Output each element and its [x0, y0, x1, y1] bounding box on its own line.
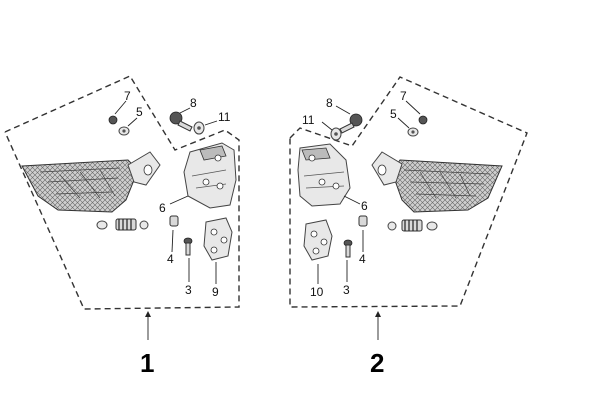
assembly-2-callout-7: 7: [400, 89, 407, 103]
assembly-2-callout-5: 5: [390, 107, 397, 121]
assembly-1-callout-4: 4: [167, 252, 174, 266]
assembly-1-spring: [96, 218, 149, 231]
assembly-2-callout-8: 8: [326, 96, 333, 110]
assembly-2-plate: [303, 219, 333, 261]
assembly-1-callout-7: 7: [124, 89, 131, 103]
assembly-1-hardware: [108, 111, 205, 256]
assembly-2-bolt-3: [343, 239, 353, 258]
assembly-1-callout-3: 3: [185, 283, 192, 297]
assembly-1-callout-11: 11: [218, 110, 231, 124]
assembly-2-bolt-8: [339, 113, 363, 134]
assembly-2-leaders: [317, 100, 421, 340]
assembly-2-callout-10: 10: [310, 285, 324, 299]
assembly-2-boundary: [289, 76, 528, 308]
assembly-1-leaders: [114, 100, 218, 340]
assembly-1-boundary: [4, 75, 240, 310]
assembly-1-nut-7: [108, 115, 118, 125]
assembly-1-footrest: [21, 151, 161, 213]
assembly-2-label: 2: [370, 348, 384, 378]
assembly-1-bracket: [183, 142, 237, 209]
assembly-1-bolt-3: [183, 237, 193, 256]
assembly-1-callout-6: 6: [159, 201, 166, 215]
assembly-2-callout-3: 3: [343, 283, 350, 297]
assembly-1-bushing-4: [169, 215, 179, 227]
assembly-2-spring: [387, 219, 438, 232]
assembly-2-hardware: [330, 113, 428, 258]
assembly-1-bolt-8: [169, 111, 193, 132]
assembly-2-footrest: [371, 151, 503, 213]
assembly-2-nut-7: [418, 115, 428, 125]
assembly-2: 8 7 11 5 6 10 3 4 2: [289, 76, 528, 378]
assembly-2-callout-11: 11: [302, 113, 315, 127]
assembly-2-callout-4: 4: [359, 252, 366, 266]
assembly-2-bushing-4: [358, 215, 368, 227]
assembly-2-callout-6: 6: [361, 199, 368, 213]
assembly-1-plate: [203, 217, 233, 261]
assembly-1: 7 5 8 11 6 4 3 9 1: [4, 75, 240, 378]
assembly-1-callout-5: 5: [136, 105, 143, 119]
assembly-1-label: 1: [140, 348, 154, 378]
assembly-1-callout-9: 9: [212, 285, 219, 299]
assembly-2-bracket: [297, 143, 351, 207]
assembly-1-callout-8: 8: [190, 96, 197, 110]
